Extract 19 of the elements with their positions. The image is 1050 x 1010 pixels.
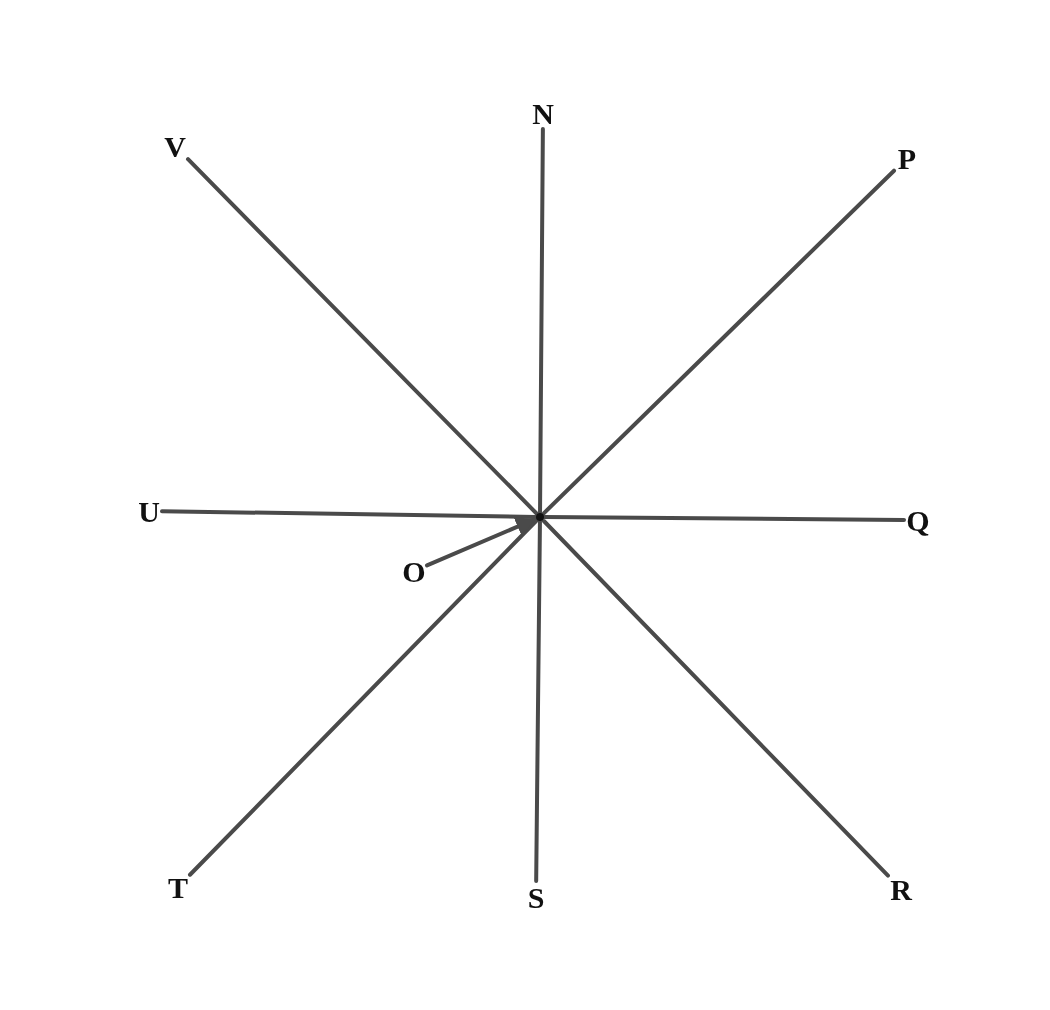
point-label: N [530,97,556,129]
line-segment [542,515,906,522]
point-label: U [136,495,162,527]
point-label: T [166,871,190,903]
arrow [425,516,538,568]
line-segment [188,519,539,877]
center-point [536,513,544,521]
line-segment [542,168,896,516]
point-label: P [894,142,920,174]
point-label: R [888,873,914,905]
point-label: Q [904,504,932,536]
line-segment [186,157,539,515]
point-label: O [401,555,427,587]
line-segment [160,509,538,519]
line-segment [541,519,890,878]
line-segment [534,519,542,883]
point-label: V [162,130,188,162]
point-label: S [524,881,548,913]
line-segment [538,127,545,515]
